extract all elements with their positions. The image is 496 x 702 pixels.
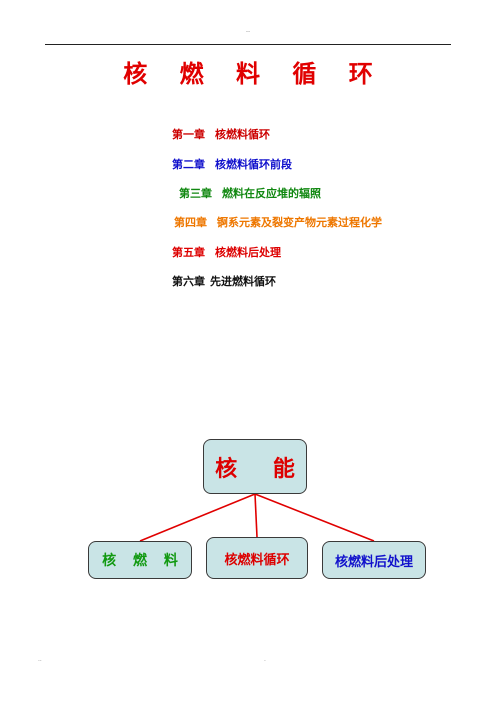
- toc-chapter-number: 第四章: [174, 216, 207, 229]
- toc-chapter-title: 核燃料循环前段: [215, 158, 292, 171]
- toc-item-chapter-5: 第五章核燃料后处理: [172, 246, 281, 260]
- diagram-node-fuel-cycle: 核燃料循环: [206, 537, 308, 579]
- toc-item-chapter-6: 第六章先进燃料循环: [172, 275, 276, 289]
- connector-top-right: [254, 493, 375, 542]
- connector-top-middle: [254, 493, 258, 538]
- toc-chapter-title: 核燃料后处理: [215, 246, 281, 259]
- toc-chapter-number: 第二章: [172, 158, 205, 171]
- connector-top-left: [139, 493, 256, 542]
- toc-chapter-number: 第五章: [172, 246, 205, 259]
- toc-chapter-title: 燃料在反应堆的辐照: [222, 187, 321, 200]
- toc-chapter-title: 先进燃料循环: [210, 275, 276, 288]
- toc-chapter-number: 第三章: [179, 187, 212, 200]
- header-mark: --: [245, 28, 251, 35]
- header-rule: [45, 44, 451, 45]
- footer-mark-right: .: [264, 656, 266, 663]
- diagram-node-reprocessing: 核燃料后处理: [322, 541, 426, 579]
- footer-mark-left: ..: [38, 656, 42, 663]
- toc-chapter-number: 第一章: [172, 128, 205, 141]
- diagram-node-nuclear-energy: 核 能: [203, 439, 307, 494]
- page-title: 核 燃 料 循 环: [123, 60, 385, 88]
- toc-chapter-title: 核燃料循环: [215, 128, 270, 141]
- toc-item-chapter-2: 第二章核燃料循环前段: [172, 158, 292, 172]
- toc-chapter-number: 第六章: [172, 275, 205, 288]
- toc-item-chapter-3: 第三章燃料在反应堆的辐照: [179, 187, 321, 201]
- diagram-node-nuclear-fuel: 核 燃 料: [88, 541, 192, 579]
- toc-chapter-title: 锕系元素及裂变产物元素过程化学: [217, 216, 382, 229]
- table-of-contents: 第一章核燃料循环 第二章核燃料循环前段 第三章燃料在反应堆的辐照 第四章锕系元素…: [0, 0, 496, 300]
- toc-item-chapter-1: 第一章核燃料循环: [172, 128, 270, 142]
- toc-item-chapter-4: 第四章锕系元素及裂变产物元素过程化学: [174, 216, 382, 230]
